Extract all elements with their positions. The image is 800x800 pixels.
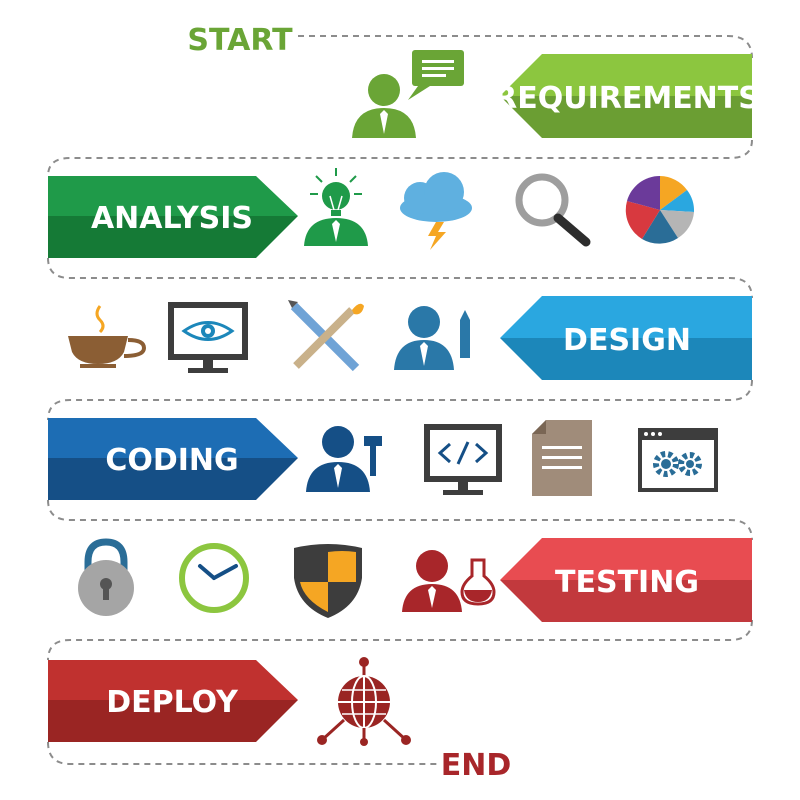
shield-icon <box>294 544 362 618</box>
stage-testing: TESTING <box>500 538 752 622</box>
stage-label-testing: TESTING <box>555 565 699 600</box>
stage-label-design: DESIGN <box>563 323 691 358</box>
stage-coding: CODING <box>48 418 298 500</box>
stage-design: DESIGN <box>500 296 752 380</box>
stage-label-coding: CODING <box>105 443 238 478</box>
person-lightbulb-icon <box>304 168 368 246</box>
stage-requirements: REQUIREMENTS <box>494 54 760 138</box>
pencil-brush-cross-icon <box>288 300 364 372</box>
network-globe-icon <box>317 657 411 746</box>
stage-deploy: DEPLOY <box>48 660 298 742</box>
document-icon <box>532 420 592 496</box>
stage-label-requirements: REQUIREMENTS <box>494 81 760 116</box>
person-flask-icon <box>402 550 496 612</box>
start-label: START <box>187 23 293 58</box>
stage-label-deploy: DEPLOY <box>106 685 239 720</box>
end-label: END <box>441 748 512 783</box>
person-pencil-icon <box>394 306 470 370</box>
pie-chart-icon <box>625 175 695 244</box>
monitor-code-icon <box>424 424 502 495</box>
magnifier-icon <box>515 173 591 247</box>
flow-connector <box>47 35 753 765</box>
padlock-icon <box>78 538 134 616</box>
person-hammer-icon <box>306 426 382 492</box>
cloud-lightning-icon <box>400 172 472 250</box>
person-speech-bubble-icon <box>352 50 464 138</box>
coffee-cup-icon <box>68 305 147 368</box>
monitor-eye-icon <box>168 302 248 373</box>
browser-gears-icon <box>638 428 718 492</box>
clock-icon <box>179 543 249 613</box>
stage-label-analysis: ANALYSIS <box>91 201 253 236</box>
stage-analysis: ANALYSIS <box>48 176 298 258</box>
